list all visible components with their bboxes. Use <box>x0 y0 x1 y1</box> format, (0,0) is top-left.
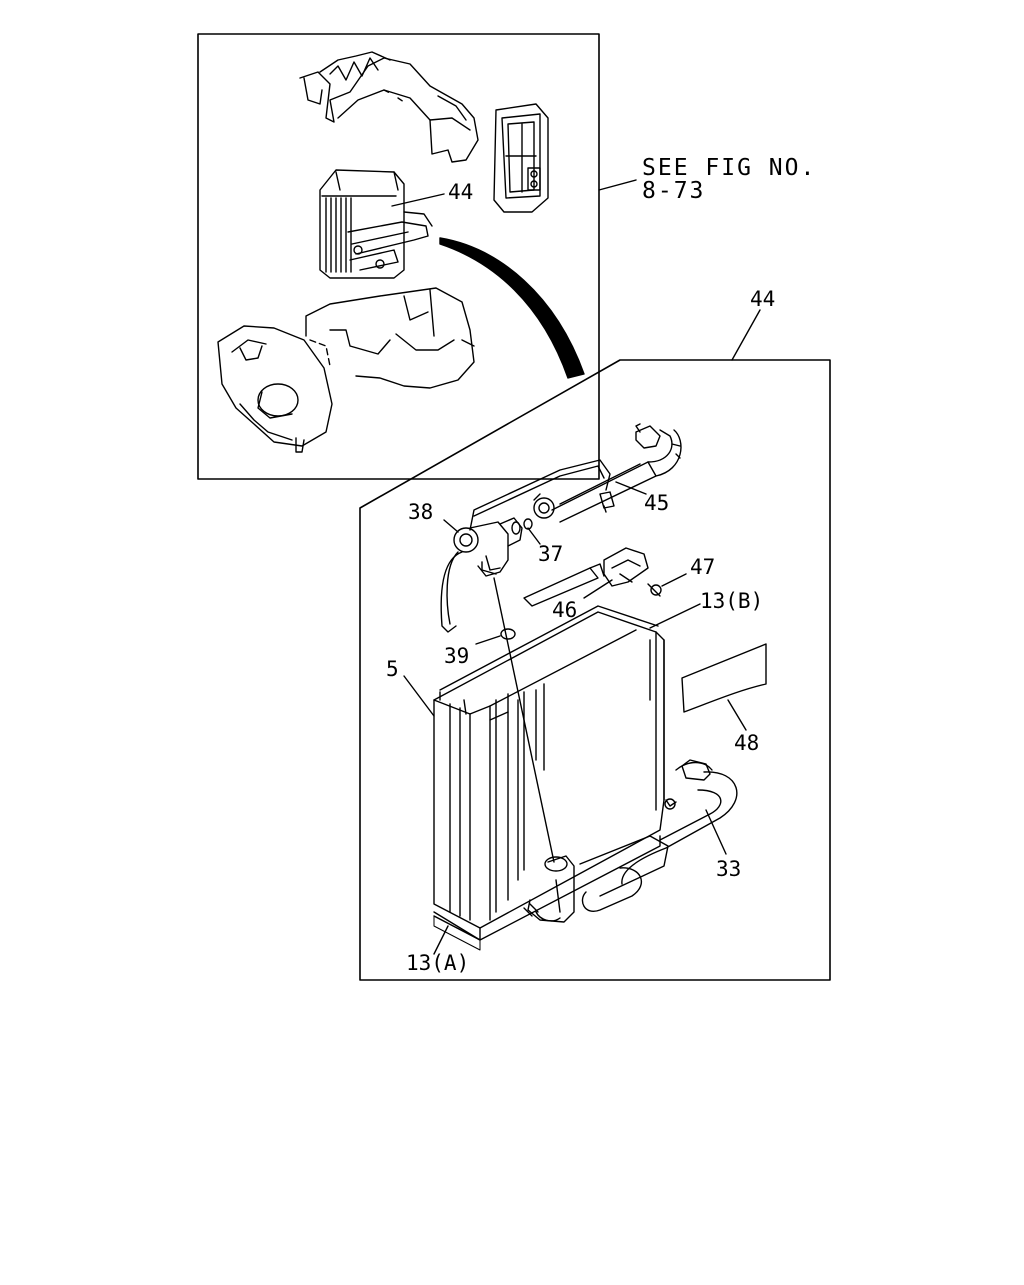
label-38: 38 <box>408 500 433 524</box>
main-leader-44 <box>731 309 761 361</box>
inset-frame <box>197 33 600 480</box>
suction-pipe-45 <box>551 423 682 523</box>
main-frame <box>359 359 831 981</box>
side-door-panel <box>493 103 549 213</box>
leader-39 <box>475 635 501 645</box>
leader-33 <box>705 809 727 855</box>
inset-evaporator <box>319 169 433 279</box>
inset-leader-44 <box>391 193 445 207</box>
main-label-44: 44 <box>750 287 775 311</box>
leader-46 <box>583 579 613 599</box>
expansion-valve-38 <box>453 493 555 577</box>
zoom-curve-arrow <box>439 237 585 379</box>
leader-5 <box>403 675 435 717</box>
seal-pad-48 <box>681 643 767 713</box>
see-fig-text-line1: SEE FIG NO. <box>642 155 816 181</box>
label-39: 39 <box>444 644 469 668</box>
blower-housing <box>217 287 475 453</box>
leader-37 <box>527 527 541 545</box>
inset-label-44: 44 <box>448 180 473 204</box>
leader-13b <box>649 603 701 629</box>
main-panel: 44 <box>359 287 831 981</box>
label-46: 46 <box>552 598 577 622</box>
evaporator-core <box>433 605 665 941</box>
grommet-39 <box>500 628 516 640</box>
label-13a: 13(A) <box>406 951 469 975</box>
valve-center-line <box>493 577 555 863</box>
bracket-13a <box>433 915 481 951</box>
label-47: 47 <box>690 555 715 579</box>
label-33: 33 <box>716 857 741 881</box>
label-45: 45 <box>644 491 669 515</box>
leader-13a <box>433 925 449 955</box>
leader-47 <box>661 573 687 587</box>
sensor-46-47 <box>523 547 662 607</box>
label-5: 5 <box>386 657 399 681</box>
upper-case-housing <box>299 51 479 163</box>
leader-45 <box>615 481 647 495</box>
label-13b: 13(B) <box>700 589 763 613</box>
outlet-pipe-33 <box>523 759 738 923</box>
label-37: 37 <box>538 542 563 566</box>
leader-48 <box>727 699 747 731</box>
inset-panel: 44 <box>197 33 600 480</box>
see-fig-leader <box>598 179 637 191</box>
capillary-tube <box>440 459 615 633</box>
label-48: 48 <box>734 731 759 755</box>
see-fig-text-line2: 8-73 <box>642 178 705 204</box>
leader-38 <box>443 519 459 533</box>
